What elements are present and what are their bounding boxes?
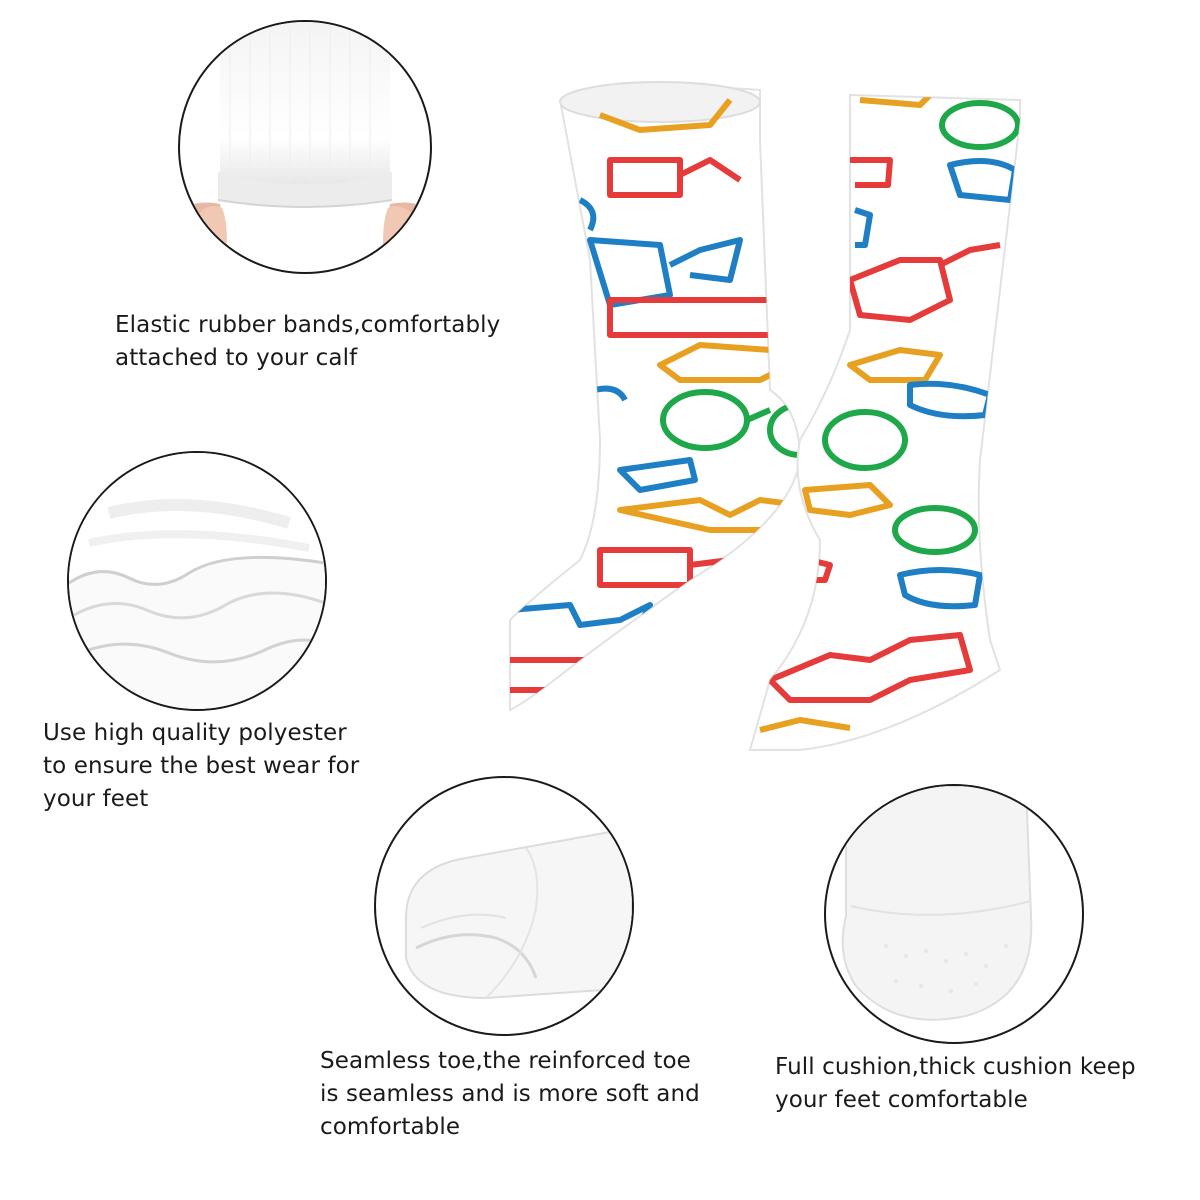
caption-line: is seamless and is more soft and — [320, 1081, 700, 1107]
polyester-detail-image — [67, 451, 327, 711]
elastic-band-detail-image — [178, 20, 432, 274]
elastic-band-illustration — [185, 22, 425, 272]
elastic-band-caption: Elastic rubber bands,comfortably attache… — [115, 309, 500, 375]
product-socks-image — [470, 60, 1030, 780]
caption-line: your feet comfortable — [775, 1087, 1028, 1113]
full-cushion-detail-image — [824, 784, 1084, 1044]
full-cushion-caption: Full cushion,thick cushion keep your fee… — [775, 1051, 1136, 1117]
caption-line: Use high quality polyester — [43, 720, 347, 746]
caption-line: Full cushion,thick cushion keep — [775, 1054, 1136, 1080]
seamless-toe-caption: Seamless toe,the reinforced toe is seaml… — [320, 1045, 700, 1144]
caption-line: attached to your calf — [115, 345, 358, 371]
sock-toe-illustration — [405, 826, 632, 1000]
caption-line: Seamless toe,the reinforced toe — [320, 1048, 691, 1074]
fabric-folds-illustration — [69, 453, 325, 709]
socks-illustration — [509, 81, 1021, 751]
sock-cushion-illustration — [841, 786, 1033, 1021]
seamless-toe-detail-image — [374, 776, 634, 1036]
polyester-caption: Use high quality polyester to ensure the… — [43, 717, 359, 816]
caption-line: comfortable — [320, 1114, 461, 1140]
caption-line: to ensure the best wear for — [43, 753, 360, 779]
caption-line: Elastic rubber bands,comfortably — [115, 312, 501, 338]
caption-line: your feet — [43, 786, 149, 812]
